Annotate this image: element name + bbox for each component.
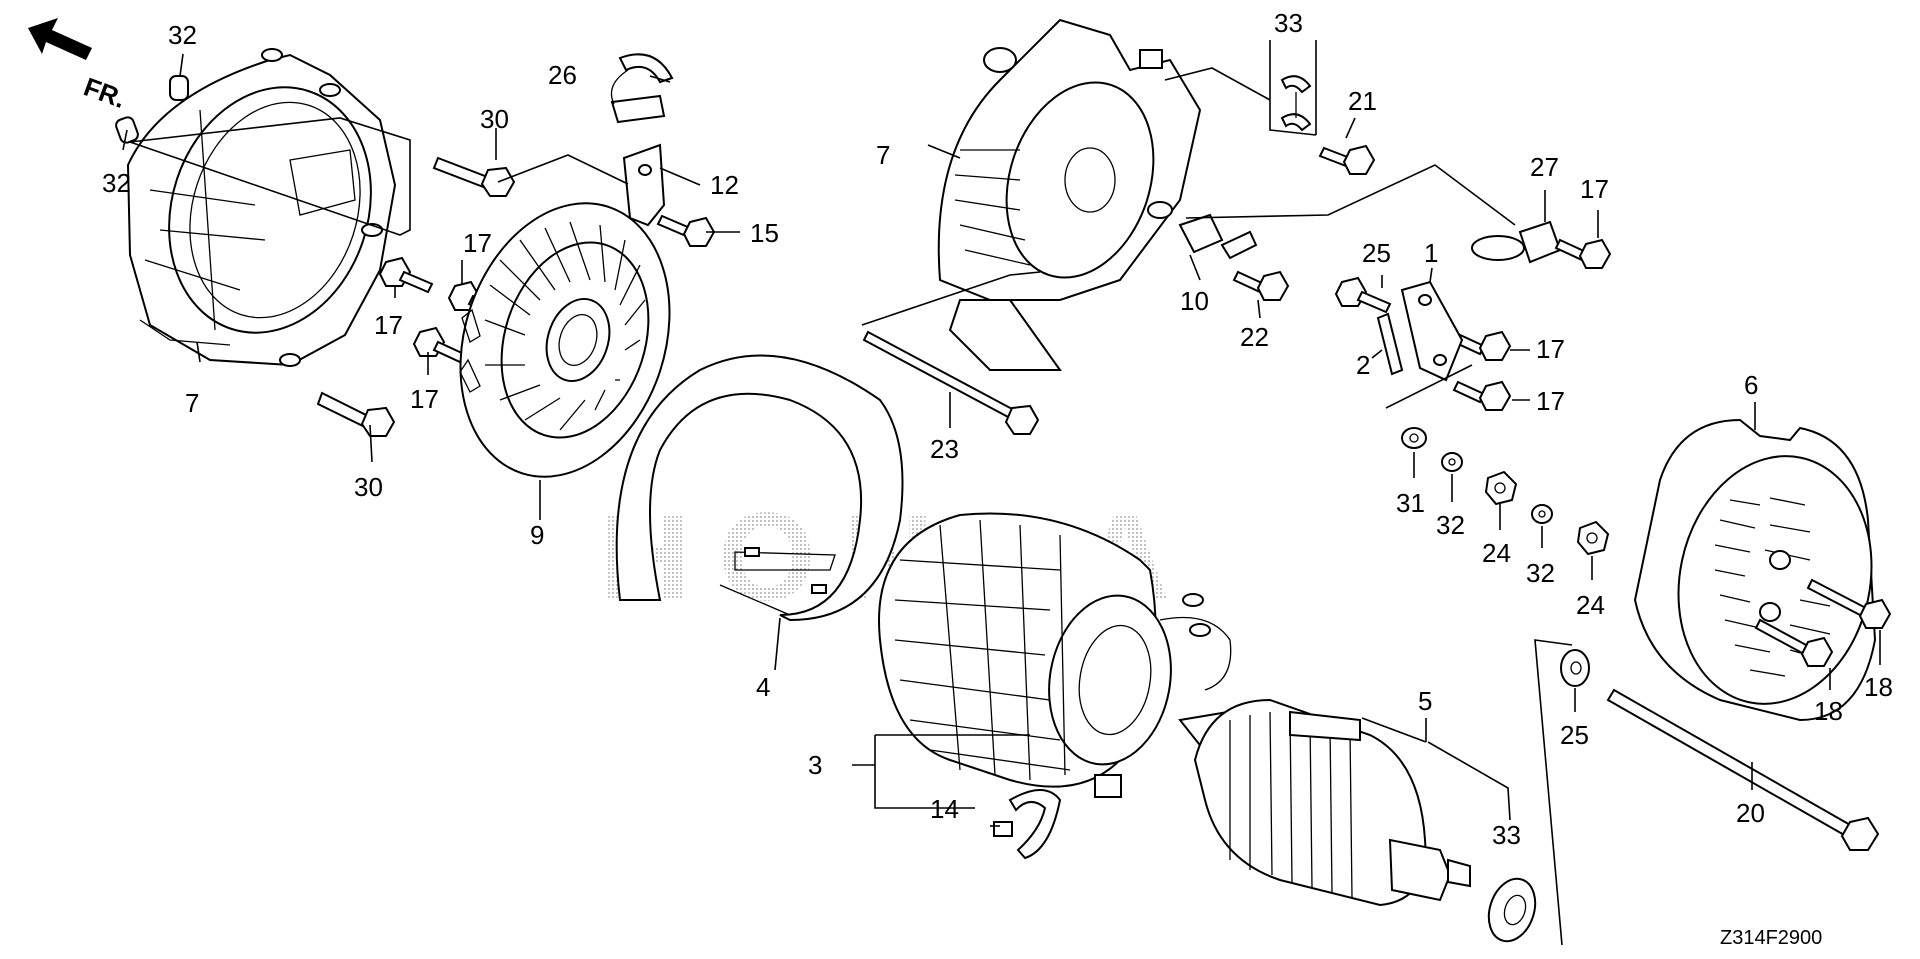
arrow-icon <box>28 18 92 60</box>
callout-17-right-c: 17 <box>1536 386 1565 416</box>
bolt-part-17-right-b <box>1452 330 1512 361</box>
bolt-part-18-b <box>1754 618 1834 667</box>
callout-30: 31 <box>1396 488 1425 518</box>
bearing-part-29 <box>1487 877 1537 943</box>
callout-2: 2 <box>1356 350 1370 380</box>
bolt-part-17-left-a <box>378 256 434 294</box>
callout-24-a: 24 <box>1482 538 1511 568</box>
bolt-part-32-upper <box>432 156 516 197</box>
bolt-part-22 <box>1232 270 1290 301</box>
rotor-part-5 <box>1178 698 1471 907</box>
callout-labels: 32 32 7 30 30 17 17 17 26 12 15 9 4 3 14… <box>102 8 1893 850</box>
callout-28-upper: 32 <box>168 20 197 50</box>
callout-18-a: 18 <box>1864 672 1893 702</box>
callout-32-lower: 30 <box>354 472 383 502</box>
stator-part-3 <box>878 512 1232 798</box>
through-bolt-part-19 <box>1606 688 1880 851</box>
callout-9: 9 <box>530 520 544 550</box>
callout-22: 22 <box>1240 322 1269 352</box>
washer-part-30 <box>1401 427 1427 449</box>
bolt-part-32-lower <box>316 391 396 437</box>
through-bolt-part-23 <box>862 330 1040 435</box>
callout-5: 5 <box>1418 686 1432 716</box>
rear-housing-part-7 <box>937 18 1202 371</box>
bolt-part-20 <box>1318 144 1376 175</box>
bolt-part-15 <box>656 214 716 247</box>
direction-label: FR. <box>80 71 130 114</box>
bolt-part-17-right-c <box>1452 380 1512 411</box>
washer-part-31-a <box>1441 452 1463 472</box>
bracket-part-12 <box>622 143 666 227</box>
fan-cover-part-6 <box>126 48 397 367</box>
clip-part-33 <box>1280 75 1312 132</box>
callout-17-right-b: 17 <box>1536 334 1565 364</box>
callout-4: 4 <box>756 672 770 702</box>
callout-17-left-c: 17 <box>410 384 439 414</box>
callout-32-upper: 30 <box>480 104 509 134</box>
callout-18-b: 18 <box>1814 696 1843 726</box>
callout-8: 6 <box>1744 370 1758 400</box>
callout-17-right-a: 17 <box>1580 174 1609 204</box>
bolt-part-17-left-c <box>412 326 466 364</box>
callout-7: 7 <box>876 140 890 170</box>
rear-cover-part-8 <box>1633 418 1877 722</box>
callout-3: 3 <box>808 750 822 780</box>
callout-33: 33 <box>1274 8 1303 38</box>
dowel-pin-part-28-upper <box>169 75 189 101</box>
cooling-fan-part-9 <box>459 202 671 478</box>
callout-28-lower: 32 <box>102 168 131 198</box>
stator-band-part-4 <box>615 354 904 622</box>
callout-10: 10 <box>1180 286 1209 316</box>
callout-31-b: 32 <box>1526 558 1555 588</box>
callout-24-b: 24 <box>1576 590 1605 620</box>
bolt-part-21 <box>1334 276 1392 314</box>
callout-29: 33 <box>1492 820 1521 850</box>
clamp-part-27 <box>1471 220 1562 264</box>
nut-part-24-b <box>1576 520 1610 556</box>
washer-part-25 <box>1560 649 1590 687</box>
callout-14: 14 <box>930 794 959 824</box>
bolt-part-18-a <box>1806 578 1892 629</box>
callout-26: 26 <box>548 60 577 90</box>
nut-part-24-a <box>1484 470 1518 506</box>
washer-part-31-b <box>1531 504 1553 524</box>
callout-23: 23 <box>930 434 959 464</box>
terminal-part-10 <box>1178 213 1258 260</box>
callout-25: 25 <box>1560 720 1589 750</box>
callout-19: 20 <box>1736 798 1765 828</box>
callout-17-left-b: 17 <box>463 228 492 258</box>
callout-21: 25 <box>1362 238 1391 268</box>
callout-6: 7 <box>185 388 199 418</box>
callout-27: 27 <box>1530 152 1559 182</box>
front-direction-arrow: FR. <box>28 18 130 114</box>
brush-holder-part-1 <box>1400 280 1464 382</box>
bolt-part-17-right-a <box>1554 238 1612 269</box>
callout-15: 15 <box>750 218 779 248</box>
clamp-part-14 <box>993 789 1062 860</box>
callout-12: 12 <box>710 170 739 200</box>
leader-lines <box>122 40 1881 946</box>
brush-part-2 <box>1376 312 1404 376</box>
clamp-part-26 <box>610 53 674 124</box>
catalog-code: Z314F2900 <box>1720 927 1822 949</box>
callout-20: 21 <box>1348 86 1377 116</box>
callout-17-left-a: 17 <box>374 310 403 340</box>
callout-31-a: 32 <box>1436 510 1465 540</box>
callout-1: 1 <box>1424 238 1438 268</box>
